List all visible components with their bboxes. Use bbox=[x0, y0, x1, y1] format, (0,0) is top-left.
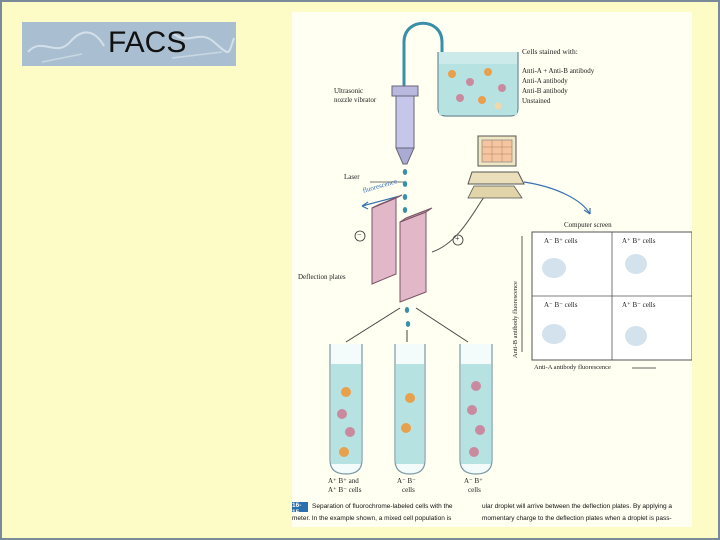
caption-line1-right: ular droplet will arrive between the def… bbox=[482, 503, 673, 510]
tube-left-label-line1: A⁺ B⁺ and bbox=[328, 477, 359, 485]
tubing bbox=[402, 21, 444, 90]
nozzle-vibrator bbox=[391, 85, 419, 165]
caption-line1-left: Separation of fluorochrome-labeled cells… bbox=[312, 503, 453, 510]
tube-middle-label-line2: cells bbox=[402, 486, 415, 494]
beaker bbox=[437, 52, 519, 117]
tube-right-label-line2: cells bbox=[468, 486, 481, 494]
screen-arrowhead bbox=[583, 208, 591, 215]
computer-icon bbox=[467, 135, 525, 199]
laser-label: Laser bbox=[344, 173, 360, 181]
quadrant-bottom-left: A⁻ B⁻ cells bbox=[544, 301, 578, 309]
sort-arrows bbox=[345, 307, 469, 343]
deflection-plate-right bbox=[399, 207, 433, 303]
screen-arrow bbox=[523, 181, 591, 215]
caption-line2-right: momentary charge to the deflection plate… bbox=[482, 515, 672, 522]
legend-item: Anti-B antibody bbox=[522, 87, 568, 95]
quadrant-bottom-right: A⁺ B⁻ cells bbox=[622, 301, 656, 309]
tube-right-label-line1: A⁻ B⁺ bbox=[464, 477, 483, 485]
plus-terminal bbox=[452, 234, 464, 246]
fluorescence-arrowhead bbox=[361, 201, 369, 210]
caption-line2-left: meter. In the example shown, a mixed cel… bbox=[292, 515, 452, 522]
tube-right bbox=[459, 344, 493, 475]
quadrant-top-right: A⁺ B⁺ cells bbox=[622, 237, 656, 245]
banner-pattern bbox=[27, 31, 235, 63]
title-banner: FACS bbox=[22, 22, 236, 66]
legend-item: Anti-A + Anti-B antibody bbox=[522, 67, 595, 75]
tube-left bbox=[329, 344, 363, 475]
tube-middle bbox=[394, 344, 426, 475]
deflection-plate-left bbox=[371, 194, 403, 285]
minus-terminal bbox=[354, 230, 366, 242]
vibrator-label-line1: Ultrasonic bbox=[334, 87, 364, 95]
fluorescence-arrow bbox=[361, 195, 401, 207]
vibrator-label-line2: nozzle vibrator bbox=[334, 96, 377, 104]
cells-stained-label: Cells stained with: bbox=[522, 47, 578, 56]
facs-diagram bbox=[329, 21, 692, 475]
data-cable bbox=[431, 191, 489, 253]
tube-left-label-line2: A⁺ B⁻ cells bbox=[328, 486, 362, 494]
legend-item: Unstained bbox=[522, 97, 551, 105]
computer-screen-plot bbox=[531, 231, 692, 361]
figure-number: 16-15 bbox=[292, 502, 308, 516]
legend-item: Anti-A antibody bbox=[522, 77, 568, 85]
minus-label: − bbox=[357, 230, 362, 239]
deflection-plates-label: Deflection plates bbox=[298, 273, 346, 281]
y-axis-label: Anti-B antibody fluorescence bbox=[512, 281, 519, 358]
computer-screen-label: Computer screen bbox=[564, 221, 612, 229]
slide-title: FACS bbox=[108, 26, 187, 59]
x-axis-label: Anti-A antibody fluorescence bbox=[534, 364, 611, 371]
plus-label: + bbox=[455, 234, 460, 243]
tube-middle-label-line1: A⁻ B⁻ bbox=[397, 477, 416, 485]
facs-figure: Cells stained with: Anti-A + Anti-B anti… bbox=[292, 12, 692, 527]
quadrant-top-left: A⁻ B⁺ cells bbox=[544, 237, 578, 245]
